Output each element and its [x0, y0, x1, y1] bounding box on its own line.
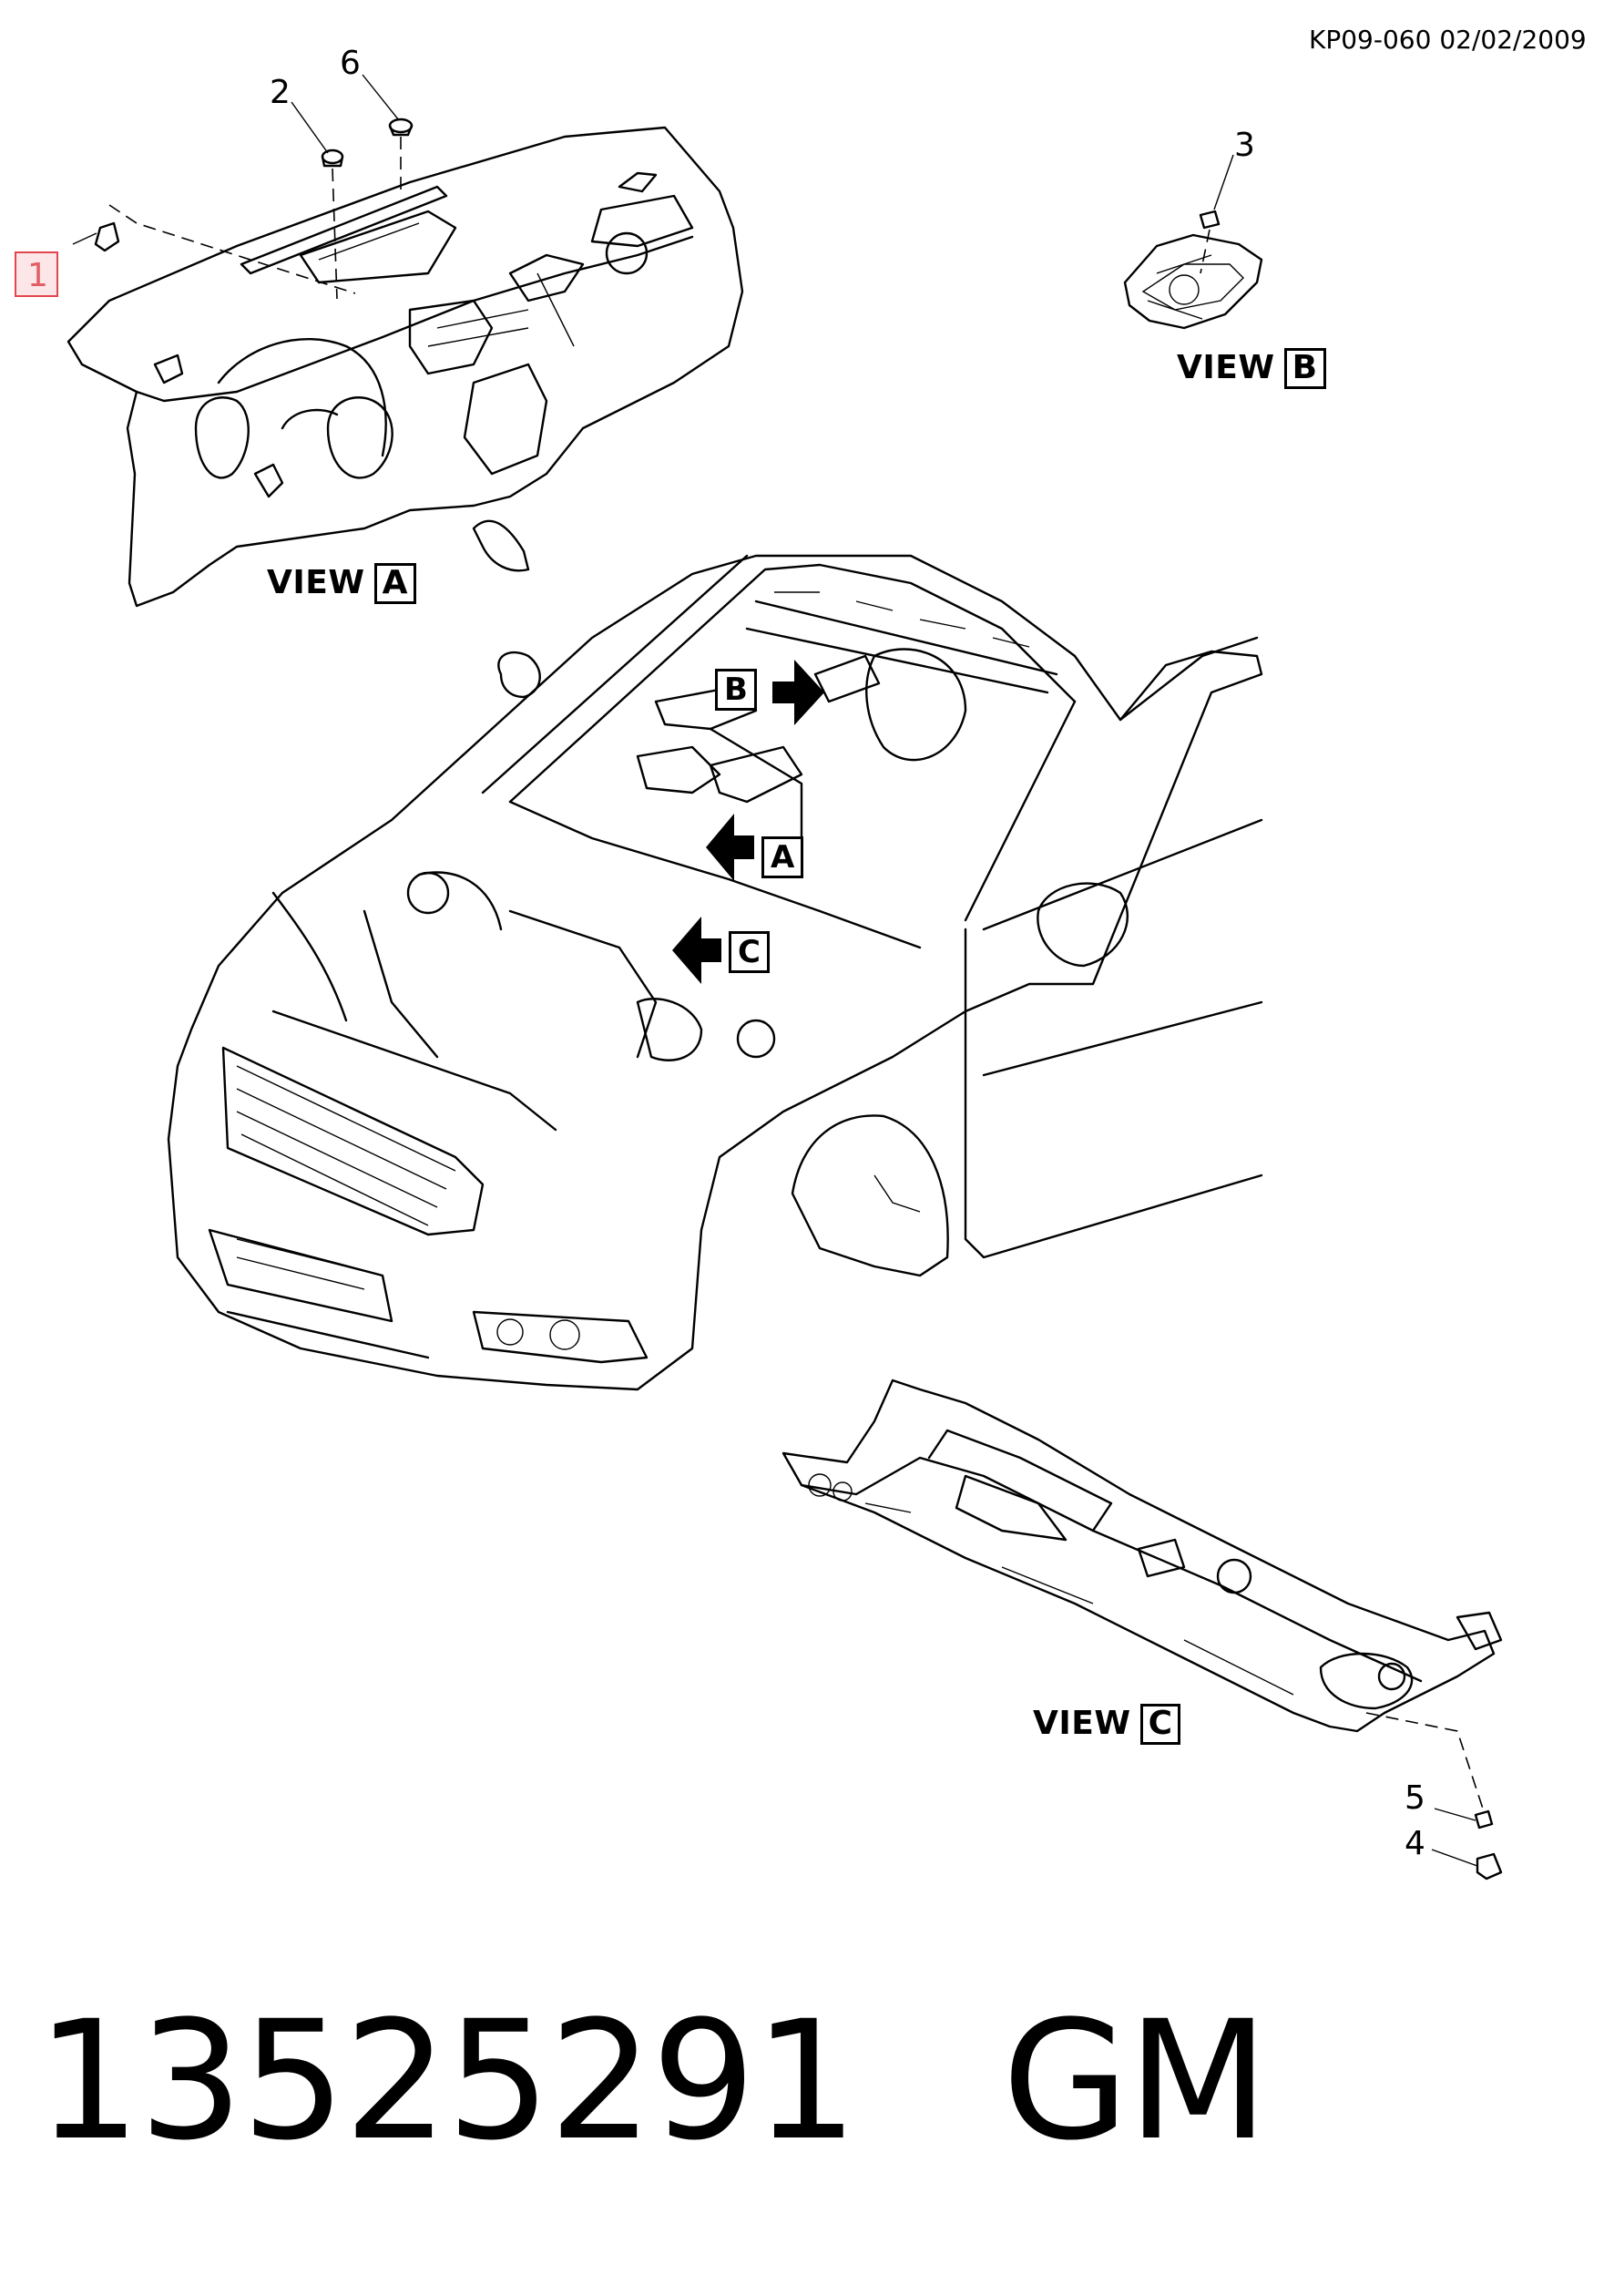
- arrow-b-shape: [772, 660, 824, 725]
- view-c-letter: C: [1139, 1704, 1181, 1745]
- callout-3: 3: [1234, 127, 1255, 164]
- arrow-a-shape: [706, 814, 754, 881]
- car-drawing: [167, 519, 1263, 1391]
- view-c-word: VIEW: [1033, 1705, 1131, 1742]
- arrow-c-shape: [672, 917, 721, 984]
- view-a-word: VIEW: [267, 564, 365, 601]
- callout-6: 6: [340, 45, 361, 82]
- manufacturer: GM: [1002, 1986, 1269, 2177]
- callout-4: 4: [1405, 1825, 1425, 1862]
- part-number: 13525291: [36, 1986, 858, 2177]
- view-b-word: VIEW: [1177, 349, 1275, 386]
- arrow-b-label: B: [715, 669, 757, 711]
- callout-2: 2: [270, 74, 291, 111]
- bracket-drawing: [1123, 154, 1263, 330]
- arrow-a-label: A: [761, 836, 804, 878]
- dashboard-drawing: [66, 74, 744, 608]
- view-b-letter: B: [1283, 348, 1326, 389]
- highlighted-callout-1[interactable]: 1: [15, 251, 58, 297]
- callout-1: 1: [27, 257, 48, 294]
- cowl-panel-drawing: [781, 1379, 1503, 1881]
- view-a-letter: A: [373, 563, 416, 604]
- callout-5: 5: [1405, 1779, 1425, 1817]
- document-reference: KP09-060 02/02/2009: [1309, 25, 1587, 55]
- arrow-c-label: C: [729, 931, 770, 973]
